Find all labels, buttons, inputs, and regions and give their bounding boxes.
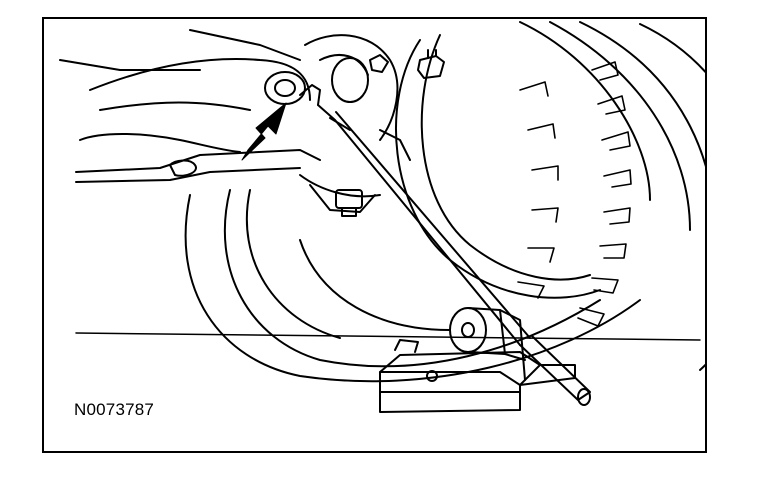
control-arm <box>59 29 321 183</box>
figure-number: N0073787 <box>74 400 155 419</box>
knuckle <box>299 34 445 217</box>
base-plate <box>379 339 576 413</box>
ball-joint <box>169 71 306 177</box>
up-right-arrow-icon <box>241 102 287 161</box>
ground-line <box>75 332 701 341</box>
tire <box>184 21 705 383</box>
pivot-roller <box>449 307 526 381</box>
